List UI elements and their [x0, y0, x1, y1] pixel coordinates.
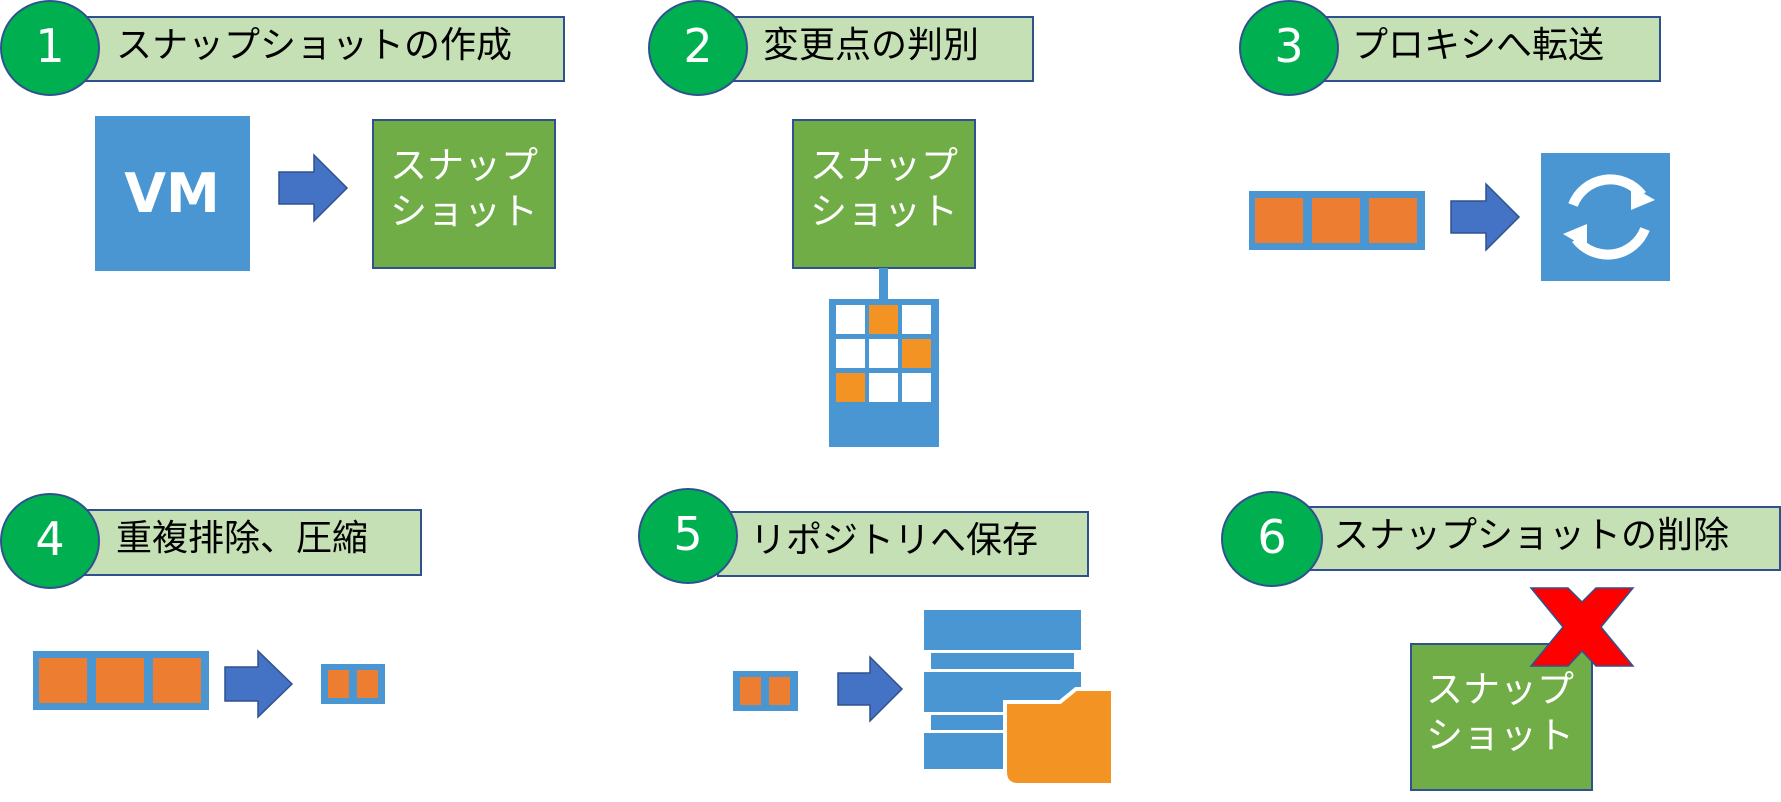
- block-cell: [902, 305, 931, 334]
- snapshot-label-line2: ショット: [390, 190, 538, 233]
- snapshot-label-line2: ショット: [810, 190, 958, 233]
- vm-label: VM: [124, 162, 220, 225]
- step-5: 5 リポジトリへ保存: [638, 488, 1115, 787]
- right-arrow-icon: [1450, 182, 1521, 252]
- data-block: [769, 677, 790, 705]
- step-5-number: 5: [673, 507, 702, 561]
- right-arrow-icon: [278, 153, 349, 223]
- step-1-number-circle: [0, 0, 100, 96]
- step-1-title: スナップショットの作成: [116, 25, 512, 66]
- changed-block-cell: [836, 373, 865, 402]
- changed-block-cell: [902, 339, 931, 368]
- data-block: [740, 677, 761, 705]
- block-cell: [869, 339, 898, 368]
- block-cell: [836, 305, 865, 334]
- snapshot-label-line1: スナップ: [810, 144, 958, 187]
- data-block: [1369, 198, 1417, 243]
- step-3-number: 3: [1274, 19, 1303, 73]
- step-6: 6 スナップショットの削除 スナップ ショット: [1221, 491, 1781, 791]
- data-block: [328, 670, 349, 698]
- data-block: [357, 670, 378, 698]
- changed-block-cell: [869, 305, 898, 334]
- step-2: 2 変更点の判別 スナップ ショット: [648, 0, 1034, 447]
- step-6-title: スナップショットの削除: [1333, 515, 1729, 556]
- step-4-number-circle: [0, 493, 100, 589]
- step-2-title: 変更点の判別: [763, 25, 979, 66]
- step-5-number-circle: [638, 488, 738, 584]
- snapshot-label-line2: ショット: [1426, 714, 1574, 757]
- step-1-number: 1: [35, 19, 64, 73]
- vm-box: [95, 116, 250, 271]
- step-1-title-box: [79, 16, 565, 82]
- step-1: 1 スナップショットの作成 VM スナップ ショット: [0, 0, 565, 271]
- step-6-number-circle: [1221, 491, 1323, 587]
- data-block: [153, 658, 201, 703]
- step-3-title: プロキシへ転送: [1352, 25, 1604, 66]
- step-3-title-box: [1319, 16, 1661, 82]
- step-4-number: 4: [35, 512, 64, 566]
- block-cell: [836, 339, 865, 368]
- snapshot-box: [1410, 643, 1593, 791]
- red-x-delete-icon: [1529, 587, 1635, 667]
- step-3-number-circle: [1239, 0, 1339, 96]
- proxy-box: [1541, 153, 1670, 281]
- step-5-title: リポジトリへ保存: [750, 520, 1038, 561]
- step-2-number-circle: [648, 0, 748, 96]
- snapshot-label-line1: スナップ: [390, 144, 538, 187]
- snapshot-label-line1: スナップ: [1426, 668, 1574, 711]
- step-4-title: 重複排除、圧縮: [116, 518, 368, 559]
- data-block: [1255, 198, 1303, 243]
- step-3: 3 プロキシへ転送: [1239, 0, 1670, 281]
- data-block: [96, 658, 144, 703]
- folder-icon: [1003, 687, 1115, 787]
- data-block: [39, 658, 87, 703]
- refresh-icon: [1563, 174, 1655, 260]
- data-block: [1312, 198, 1360, 243]
- block-cell: [902, 373, 931, 402]
- connector-line: [879, 268, 888, 299]
- step-2-number: 2: [683, 19, 712, 73]
- snapshot-box: [372, 119, 556, 269]
- step-2-title-box: [728, 16, 1034, 82]
- right-arrow-icon: [837, 655, 904, 723]
- block-cell: [869, 373, 898, 402]
- step-4: 4 重複排除、圧縮: [0, 493, 422, 719]
- step-6-number: 6: [1257, 510, 1286, 564]
- step-6-title-box: [1305, 506, 1781, 571]
- right-arrow-icon: [224, 649, 294, 719]
